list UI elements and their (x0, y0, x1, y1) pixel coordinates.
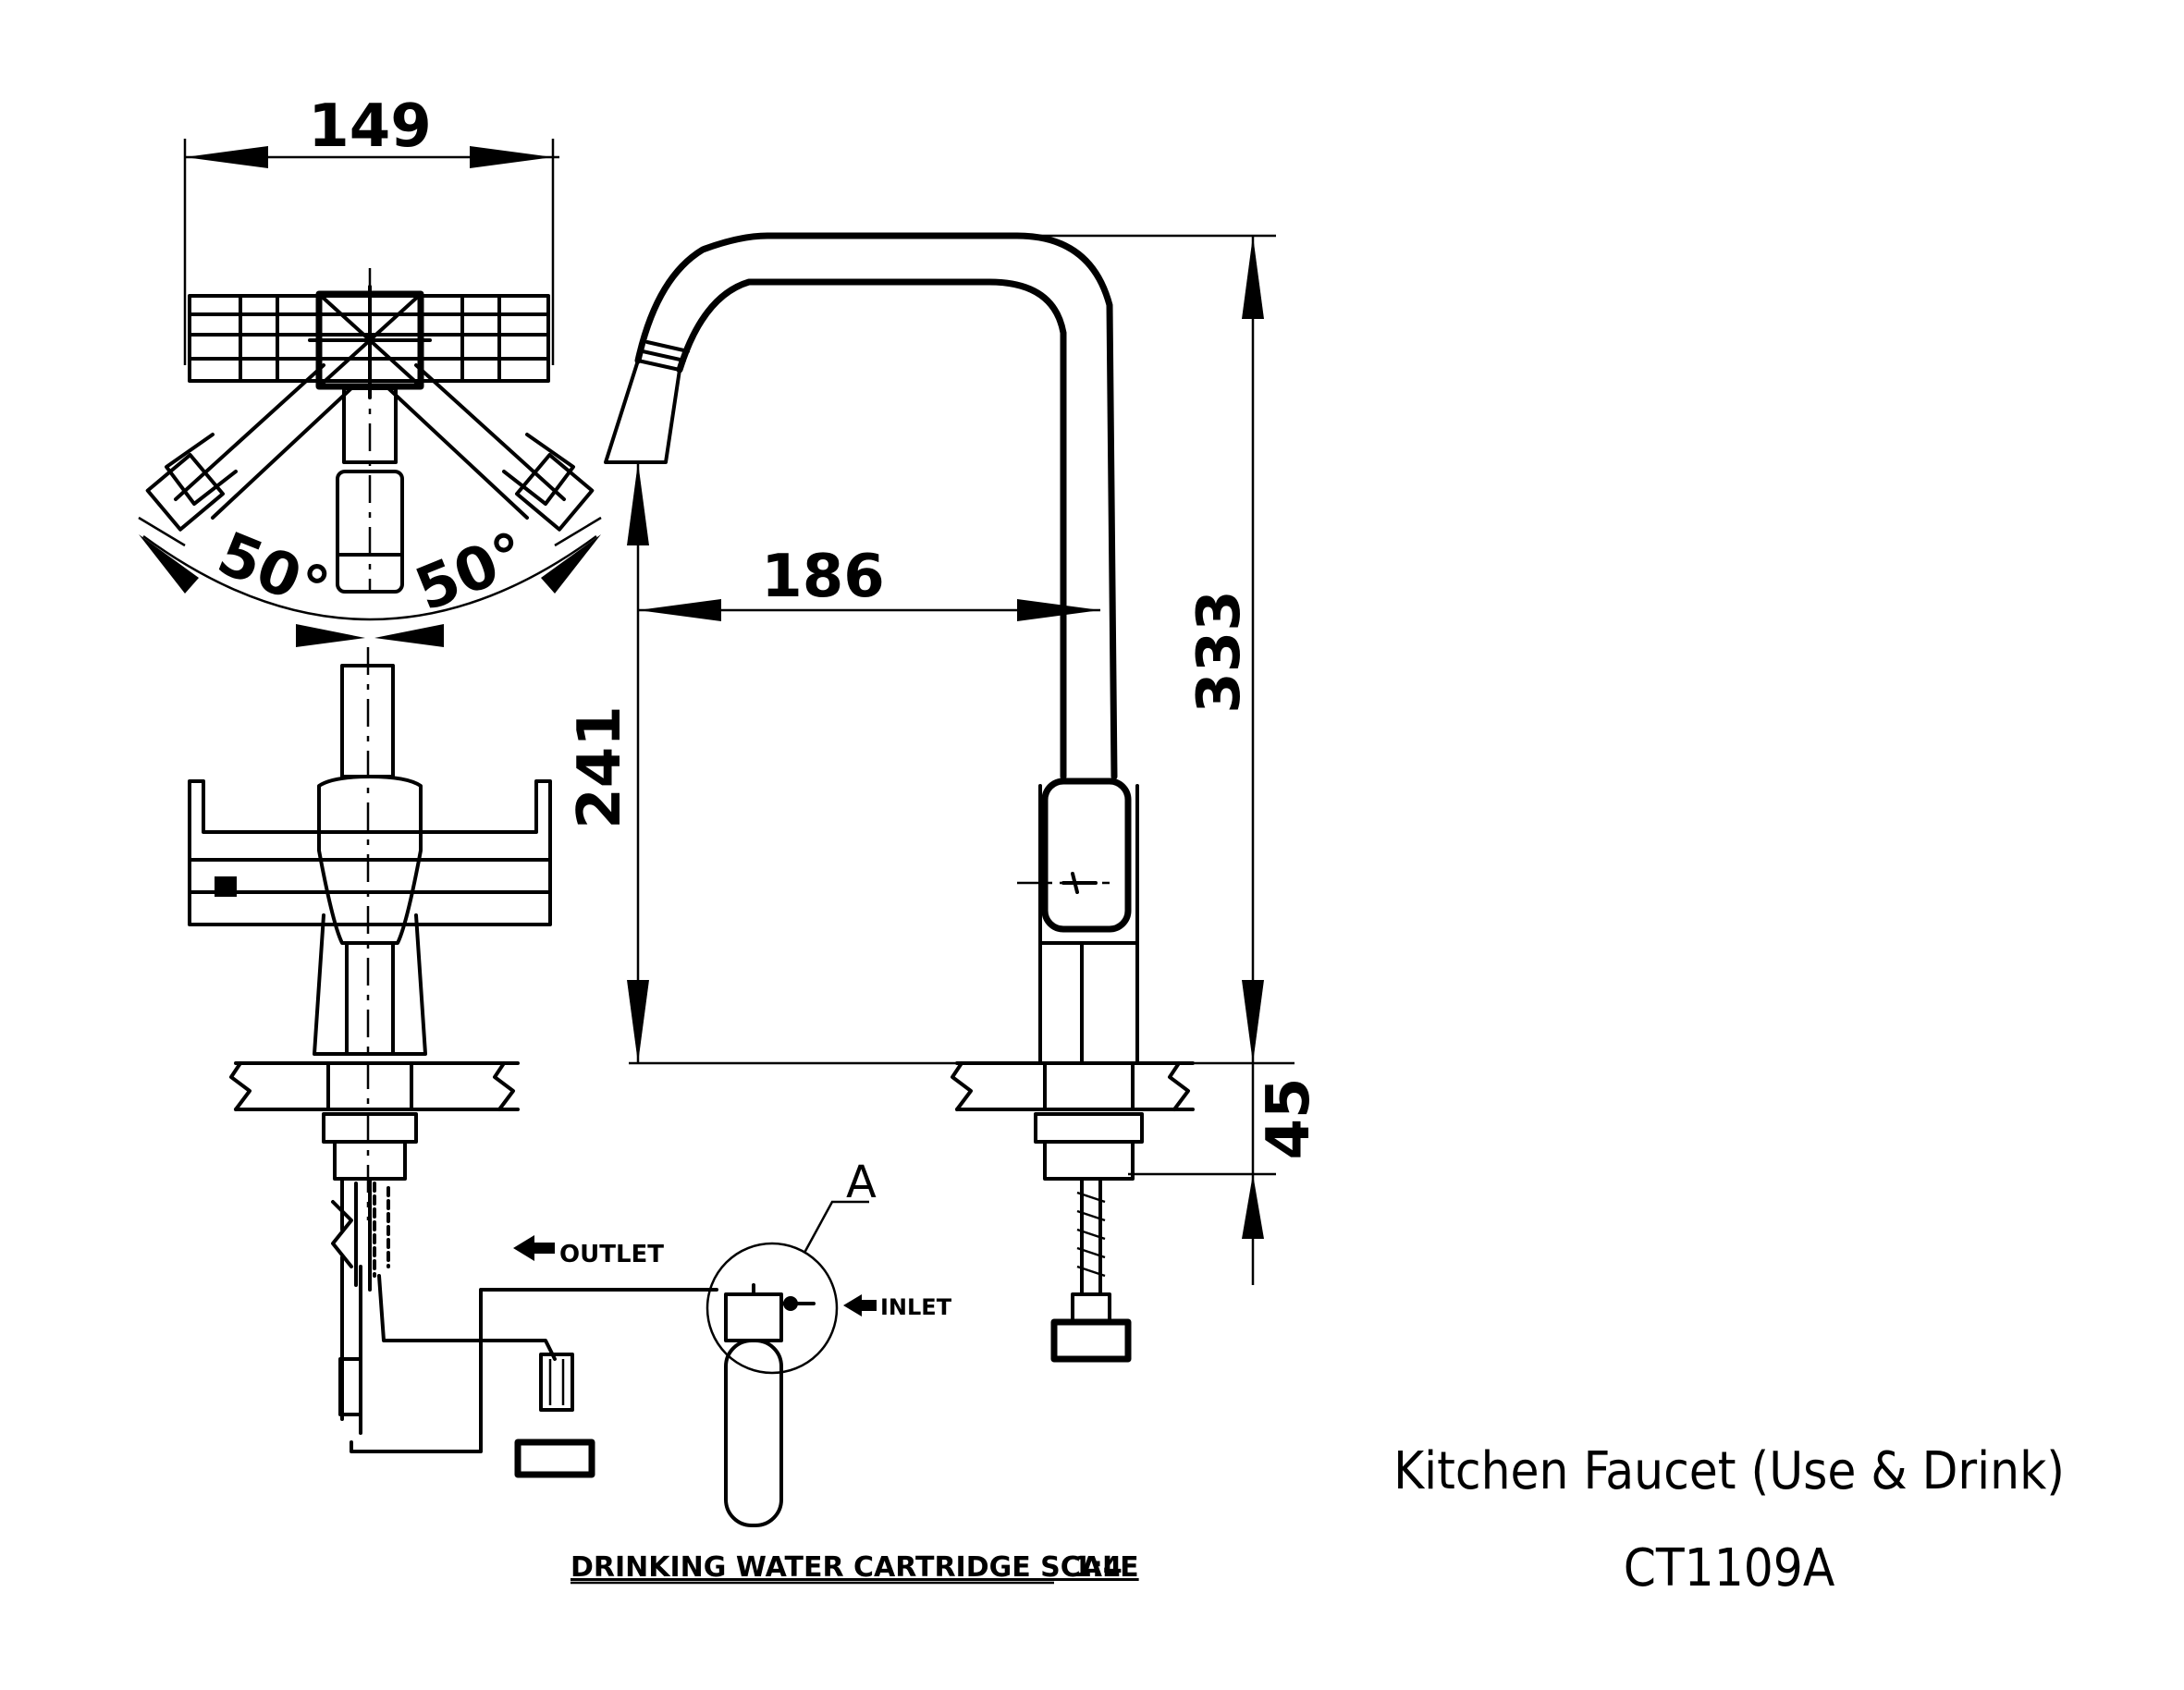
dim-333: 333 (1185, 590, 1254, 714)
model-number: CT1109A (1624, 1538, 1835, 1598)
inlet-label: INLET (880, 1294, 952, 1320)
outlet-label: OUTLET (559, 1241, 664, 1268)
dim-241: 241 (566, 705, 634, 829)
top-view: 149 50° 50° (138, 92, 602, 647)
title-block: Kitchen Faucet (Use & Drink) CT1109A (1393, 1441, 2065, 1598)
cartridge-caption: DRINKING WATER CARTRIDGE SCALE (571, 1551, 1139, 1584)
side-view: 186 241 333 45 (566, 232, 1323, 1363)
product-name: Kitchen Faucet (Use & Drink) (1393, 1441, 2065, 1501)
dim-149: 149 (308, 92, 432, 161)
angle-right-label: 50° (407, 520, 536, 625)
dim-45: 45 (1255, 1077, 1323, 1159)
cartridge-detail: A OUTLET INLET DRINKING WATER CARTRIDGE … (513, 1157, 1139, 1585)
dim-186: 186 (761, 543, 885, 611)
detail-label-a: A (846, 1157, 877, 1208)
angle-left-label: 50° (208, 520, 337, 625)
front-view (188, 647, 718, 1478)
cartridge-scale: 1:4 (1073, 1551, 1123, 1584)
